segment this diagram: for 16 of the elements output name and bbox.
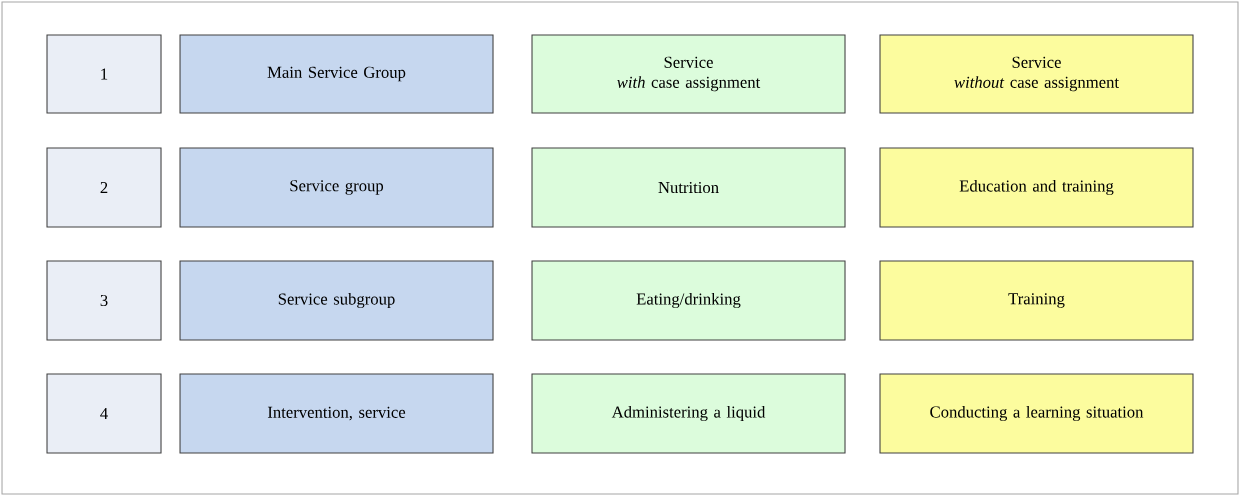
service-box: Education and training — [879, 147, 1194, 228]
level-name-box: Main Service Group — [179, 34, 494, 114]
service-box: Training — [879, 260, 1194, 341]
service-box: Eating/drinking — [531, 260, 846, 341]
level-name-box: Intervention, service — [179, 373, 494, 454]
service-box: Conducting a learning situation — [879, 373, 1194, 454]
service-box: Service with case assignment — [531, 34, 846, 114]
service-box: Administering a liquid — [531, 373, 846, 454]
service-box: Service without case assignment — [879, 34, 1194, 114]
service-box: Nutrition — [531, 147, 846, 228]
level-number-box: 3 — [46, 260, 162, 341]
level-name-box: Service group — [179, 147, 494, 228]
level-name-box: Service subgroup — [179, 260, 494, 341]
level-number-box: 2 — [46, 147, 162, 228]
level-number-box: 1 — [46, 34, 162, 114]
level-number-box: 4 — [46, 373, 162, 454]
